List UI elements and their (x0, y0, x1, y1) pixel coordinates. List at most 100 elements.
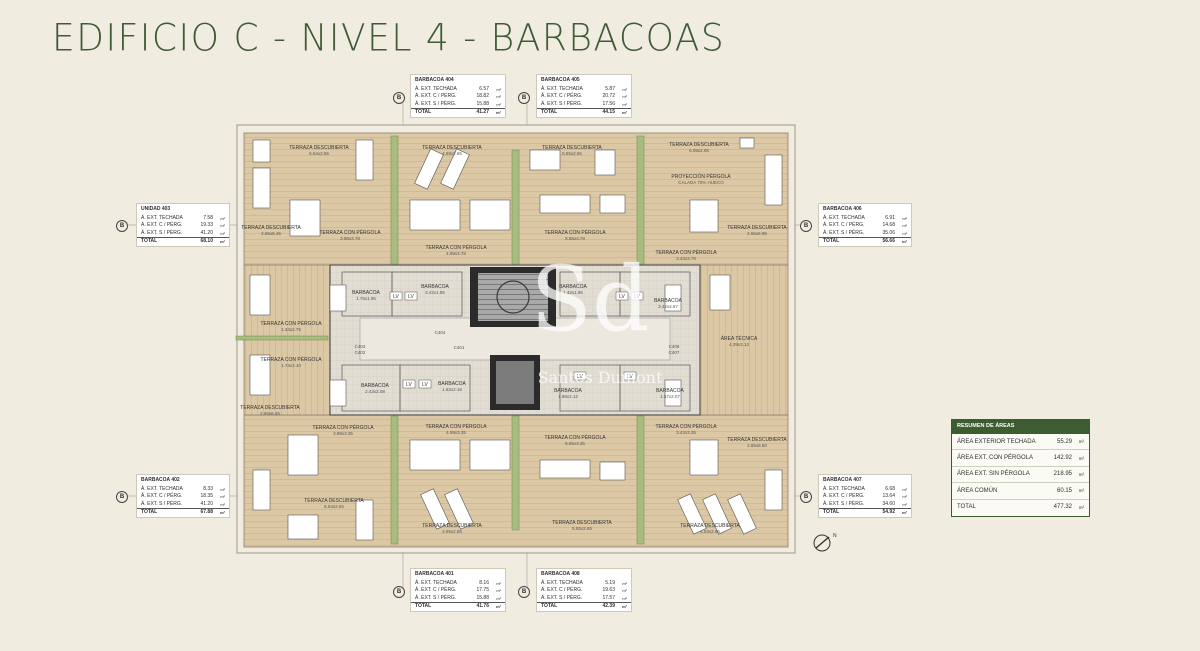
card-title: BARBACOA 405 (541, 77, 580, 83)
sink-fixture (630, 291, 644, 301)
room-dimension: 4.93x2.65 (700, 529, 720, 534)
room-label: BARBACOA (352, 290, 380, 296)
room-dimension: 5.55x3.35 (565, 441, 585, 446)
door-code: C406 (669, 344, 680, 349)
room-label: TERRAZA DESCUBIERTA (240, 405, 300, 411)
north-arrow-icon: N (813, 533, 837, 552)
room-label: BARBACOA (654, 298, 682, 304)
room-label: BARBACOA (554, 388, 582, 394)
room-dimension: 1.63x2.18 (442, 387, 462, 392)
sun-loungers (414, 148, 757, 535)
room-label: TERRAZA CON PÉRGOLA (260, 320, 322, 327)
room-label: TERRAZA DESCUBIERTA (552, 520, 612, 526)
furniture (249, 137, 783, 541)
room-dimension: 6.64x2.65 (309, 151, 329, 156)
barbacoa-badge: B (800, 220, 812, 232)
barbacoa-badge: B (116, 491, 128, 503)
room-label: TERRAZA DESCUBIERTA (680, 523, 740, 529)
room-dimension: 6.09x2.65 (689, 148, 709, 153)
room-label: TERRAZA DESCUBIERTA (422, 523, 482, 529)
room-dimension: 5.55x2.65 (562, 151, 582, 156)
room-dimension: 5.55x2.65 (572, 526, 592, 531)
sink-fixture (404, 291, 418, 301)
room-dimension: CALADA 70% HUECO (678, 180, 724, 185)
card-title: UNIDAD 403 (141, 206, 171, 212)
sink-fixture (418, 379, 432, 389)
card-title: BARBACOA 401 (415, 571, 454, 577)
card-title: BARBACOA 408 (541, 571, 580, 577)
room-label: TERRAZA CON PÉRGOLA (544, 229, 606, 236)
barbacoa-badge: B (393, 586, 405, 598)
room-dimension: 3.42x1.95 (425, 290, 445, 295)
planters (235, 135, 645, 545)
svg-text:N: N (833, 533, 837, 539)
room-label: PROYECCIÓN PÉRGOLA (671, 173, 731, 180)
card-title: BARBACOA 404 (415, 77, 454, 83)
room-label: TERRAZA DESCUBIERTA (727, 225, 787, 231)
room-dimension: 2.43x2.08 (365, 389, 385, 394)
room-dimension: 3.43x3.35 (676, 430, 696, 435)
sink-fixture (573, 371, 587, 381)
page-title: EDIFICIO C - NIVEL 4 - BARBACOAS (52, 16, 726, 61)
card-title: BARBACOA 407 (823, 477, 862, 483)
room-label: TERRAZA DESCUBIERTA (241, 225, 301, 231)
fixture-label: LV (627, 374, 633, 380)
room-label: TERRAZA DESCUBIERTA (669, 142, 729, 148)
room-dimension: 4.99x3.78 (446, 251, 466, 256)
sink-fixture (615, 291, 629, 301)
room-label: TERRAZA CON PÉRGOLA (655, 249, 717, 256)
sink-fixture (402, 379, 416, 389)
room-dimension: 1.74x3.10 (281, 363, 301, 368)
room-dimension: 3.98x3.35 (333, 431, 353, 436)
barbacoa-badge: B (393, 92, 405, 104)
watermark-brand: Santos Dumont (538, 368, 663, 387)
room-label: BARBACOA (438, 381, 466, 387)
room-dimension: 2.65x6.45 (261, 231, 281, 236)
stair-spiral (496, 280, 530, 314)
room-label: BARBACOA (559, 284, 587, 290)
watermark-monogram: Sd (530, 247, 649, 352)
barbacoa-badge: B (800, 491, 812, 503)
room-dimension: 2.65x6.95 (747, 231, 767, 236)
summary-title: RESUMEN DE ÁREAS (952, 420, 1089, 434)
room-label: TERRAZA CON PÉRGOLA (544, 434, 606, 441)
room-dimension: 3.98x3.78 (340, 236, 360, 241)
room-dimension: 4.99x2.65 (442, 529, 462, 534)
room-label: TERRAZA DESCUBIERTA (289, 145, 349, 151)
room-label: TERRAZA CON PÉRGOLA (260, 356, 322, 363)
fixture-label: LV (408, 294, 414, 300)
room-dimension: 2.65x6.80 (747, 443, 767, 448)
room-dimension: 1.98x2.12 (558, 394, 578, 399)
card-title: BARBACOA 402 (141, 477, 180, 483)
fixture-label: LV (422, 382, 428, 388)
